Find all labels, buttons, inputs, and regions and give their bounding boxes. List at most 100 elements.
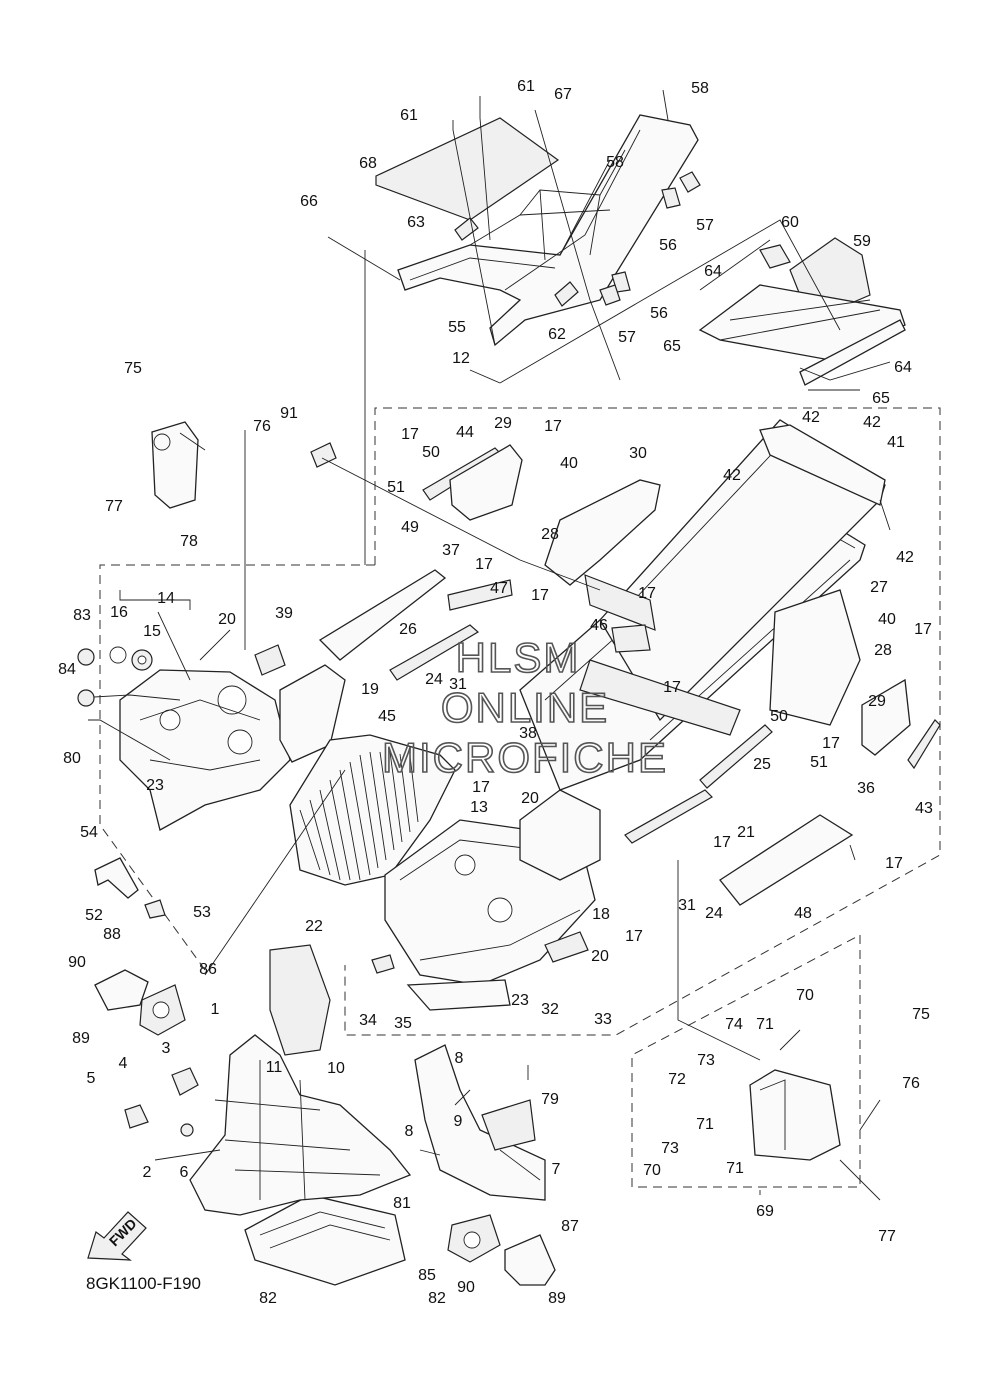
callout-42: 42 xyxy=(802,409,820,426)
callout-73: 73 xyxy=(697,1052,715,1069)
callout-38: 38 xyxy=(519,725,537,742)
fwd-arrow-icon: FWD xyxy=(87,1211,147,1261)
callout-18: 18 xyxy=(592,906,610,923)
callout-70: 70 xyxy=(796,987,814,1004)
callout-21: 21 xyxy=(737,824,755,841)
callout-90: 90 xyxy=(68,954,86,971)
callout-84: 84 xyxy=(58,661,76,678)
callout-41: 41 xyxy=(887,434,905,451)
callout-54: 54 xyxy=(80,824,98,841)
callout-75: 75 xyxy=(124,360,142,377)
callout-26: 26 xyxy=(399,621,417,638)
callout-75: 75 xyxy=(912,1006,930,1023)
callout-82: 82 xyxy=(428,1290,446,1307)
callout-33: 33 xyxy=(594,1011,612,1028)
callout-71: 71 xyxy=(756,1016,774,1033)
callout-86: 86 xyxy=(199,961,217,978)
callout-82: 82 xyxy=(259,1290,277,1307)
callout-88: 88 xyxy=(103,926,121,943)
callout-15: 15 xyxy=(143,623,161,640)
callout-20: 20 xyxy=(591,948,609,965)
callout-59: 59 xyxy=(853,233,871,250)
callout-19: 19 xyxy=(361,681,379,698)
callout-73: 73 xyxy=(661,1140,679,1157)
callout-20: 20 xyxy=(521,790,539,807)
callout-17: 17 xyxy=(401,426,419,443)
callout-64: 64 xyxy=(894,359,912,376)
callout-78: 78 xyxy=(180,533,198,550)
callout-20: 20 xyxy=(218,611,236,628)
callout-64: 64 xyxy=(704,263,722,280)
callout-12: 12 xyxy=(452,350,470,367)
watermark-line-2: ONLINE xyxy=(441,684,609,731)
callout-31: 31 xyxy=(449,676,467,693)
callout-44: 44 xyxy=(456,424,474,441)
callout-42: 42 xyxy=(896,549,914,566)
callout-50: 50 xyxy=(422,444,440,461)
callout-65: 65 xyxy=(663,338,681,355)
callout-52: 52 xyxy=(85,907,103,924)
callout-3: 3 xyxy=(162,1040,171,1057)
callout-55: 55 xyxy=(448,319,466,336)
callout-83: 83 xyxy=(73,607,91,624)
callout-89: 89 xyxy=(72,1030,90,1047)
bulkhead-assembly xyxy=(77,421,841,1286)
callout-53: 53 xyxy=(193,904,211,921)
callout-61: 61 xyxy=(517,78,535,95)
callout-5: 5 xyxy=(87,1070,96,1087)
callout-69: 69 xyxy=(756,1203,774,1220)
watermark-line-3: MICROFICHE xyxy=(382,734,668,781)
callout-65: 65 xyxy=(872,390,890,407)
callout-23: 23 xyxy=(511,992,529,1009)
tunnel-assembly xyxy=(310,419,941,906)
callout-17: 17 xyxy=(544,418,562,435)
callout-25: 25 xyxy=(753,756,771,773)
callout-14: 14 xyxy=(157,590,175,607)
callout-2: 2 xyxy=(143,1164,152,1181)
callout-57: 57 xyxy=(696,217,714,234)
leader-lines xyxy=(88,89,891,1201)
callout-60: 60 xyxy=(781,214,799,231)
callout-71: 71 xyxy=(726,1160,744,1177)
callout-24: 24 xyxy=(705,905,723,922)
callout-58: 58 xyxy=(691,80,709,97)
callout-13: 13 xyxy=(470,799,488,816)
callout-40: 40 xyxy=(560,455,578,472)
callout-16: 16 xyxy=(110,604,128,621)
callout-17: 17 xyxy=(638,585,656,602)
callout-89: 89 xyxy=(548,1290,566,1307)
callout-51: 51 xyxy=(387,479,405,496)
callout-17: 17 xyxy=(914,621,932,638)
callout-17: 17 xyxy=(625,928,643,945)
callout-48: 48 xyxy=(794,905,812,922)
callout-9: 9 xyxy=(454,1113,463,1130)
callout-22: 22 xyxy=(305,918,323,935)
callout-36: 36 xyxy=(857,780,875,797)
callout-57: 57 xyxy=(618,329,636,346)
callout-61: 61 xyxy=(400,107,418,124)
callout-29: 29 xyxy=(868,693,886,710)
callout-27: 27 xyxy=(870,579,888,596)
callout-68: 68 xyxy=(359,155,377,172)
callout-17: 17 xyxy=(885,855,903,872)
callout-62: 62 xyxy=(548,326,566,343)
callout-7: 7 xyxy=(552,1161,561,1178)
callout-17: 17 xyxy=(531,587,549,604)
callout-58: 58 xyxy=(606,154,624,171)
callout-32: 32 xyxy=(541,1001,559,1018)
callout-49: 49 xyxy=(401,519,419,536)
callout-30: 30 xyxy=(629,445,647,462)
callout-4: 4 xyxy=(119,1055,128,1072)
callout-17: 17 xyxy=(822,735,840,752)
callout-17: 17 xyxy=(475,556,493,573)
callout-24: 24 xyxy=(425,671,443,688)
callout-56: 56 xyxy=(659,237,677,254)
callout-77: 77 xyxy=(878,1228,896,1245)
callout-76: 76 xyxy=(253,418,271,435)
callout-70: 70 xyxy=(643,1162,661,1179)
callout-90: 90 xyxy=(457,1279,475,1296)
callout-17: 17 xyxy=(663,679,681,696)
callout-81: 81 xyxy=(393,1195,411,1212)
